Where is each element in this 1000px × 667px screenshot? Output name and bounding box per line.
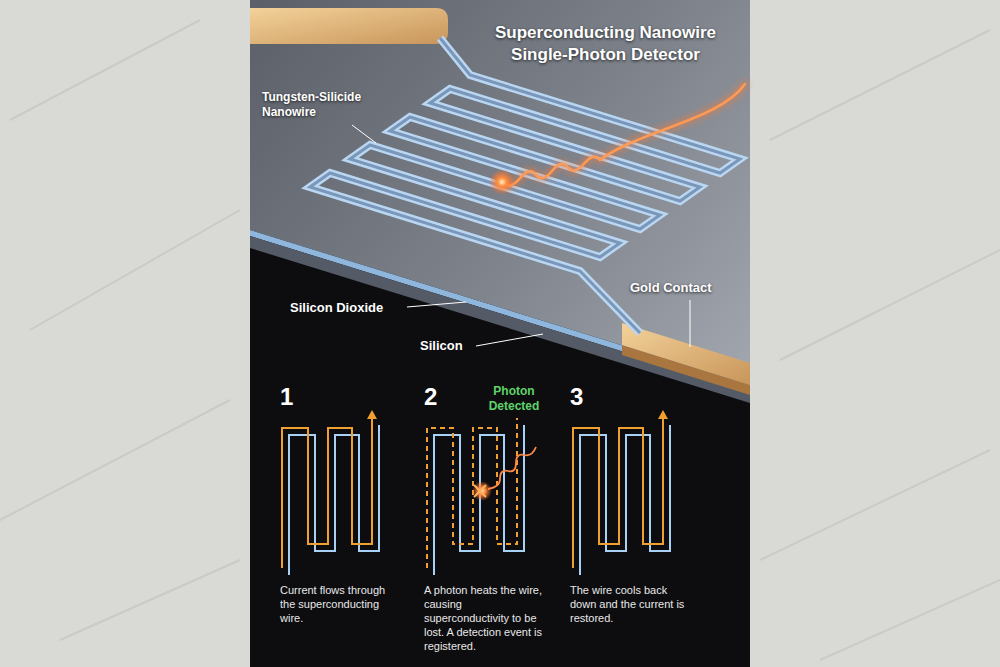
gold-contact [622, 323, 750, 385]
status-label: Photon Detected [476, 384, 552, 415]
part-label: Gold Contact [630, 280, 740, 297]
step-caption: The wire cools back down and the current… [570, 583, 692, 625]
leader-lines [352, 125, 690, 347]
photon [489, 84, 745, 195]
step-caption: Current flows through the superconductin… [280, 583, 396, 625]
part-label: Silicon Dioxide [290, 300, 406, 317]
gold-contact [250, 8, 448, 44]
chip-surface [250, 0, 750, 385]
diagram-title: Superconducting Nanowire Single-Photon D… [468, 22, 743, 66]
part-label: Tungsten-Silicide Nanowire [262, 90, 370, 121]
step-caption: A photon heats the wire, causing superco… [424, 583, 548, 653]
step-number: 3 [570, 382, 600, 413]
step-number: 2 [424, 382, 454, 413]
step-diagram [282, 410, 379, 575]
part-label: Silicon [420, 338, 476, 355]
step-number: 1 [280, 382, 310, 413]
nanowire-meander [310, 38, 740, 333]
step-diagram [573, 410, 670, 575]
silicon-layer [250, 236, 750, 403]
step-diagram [427, 418, 536, 575]
panel-ground [250, 0, 750, 667]
